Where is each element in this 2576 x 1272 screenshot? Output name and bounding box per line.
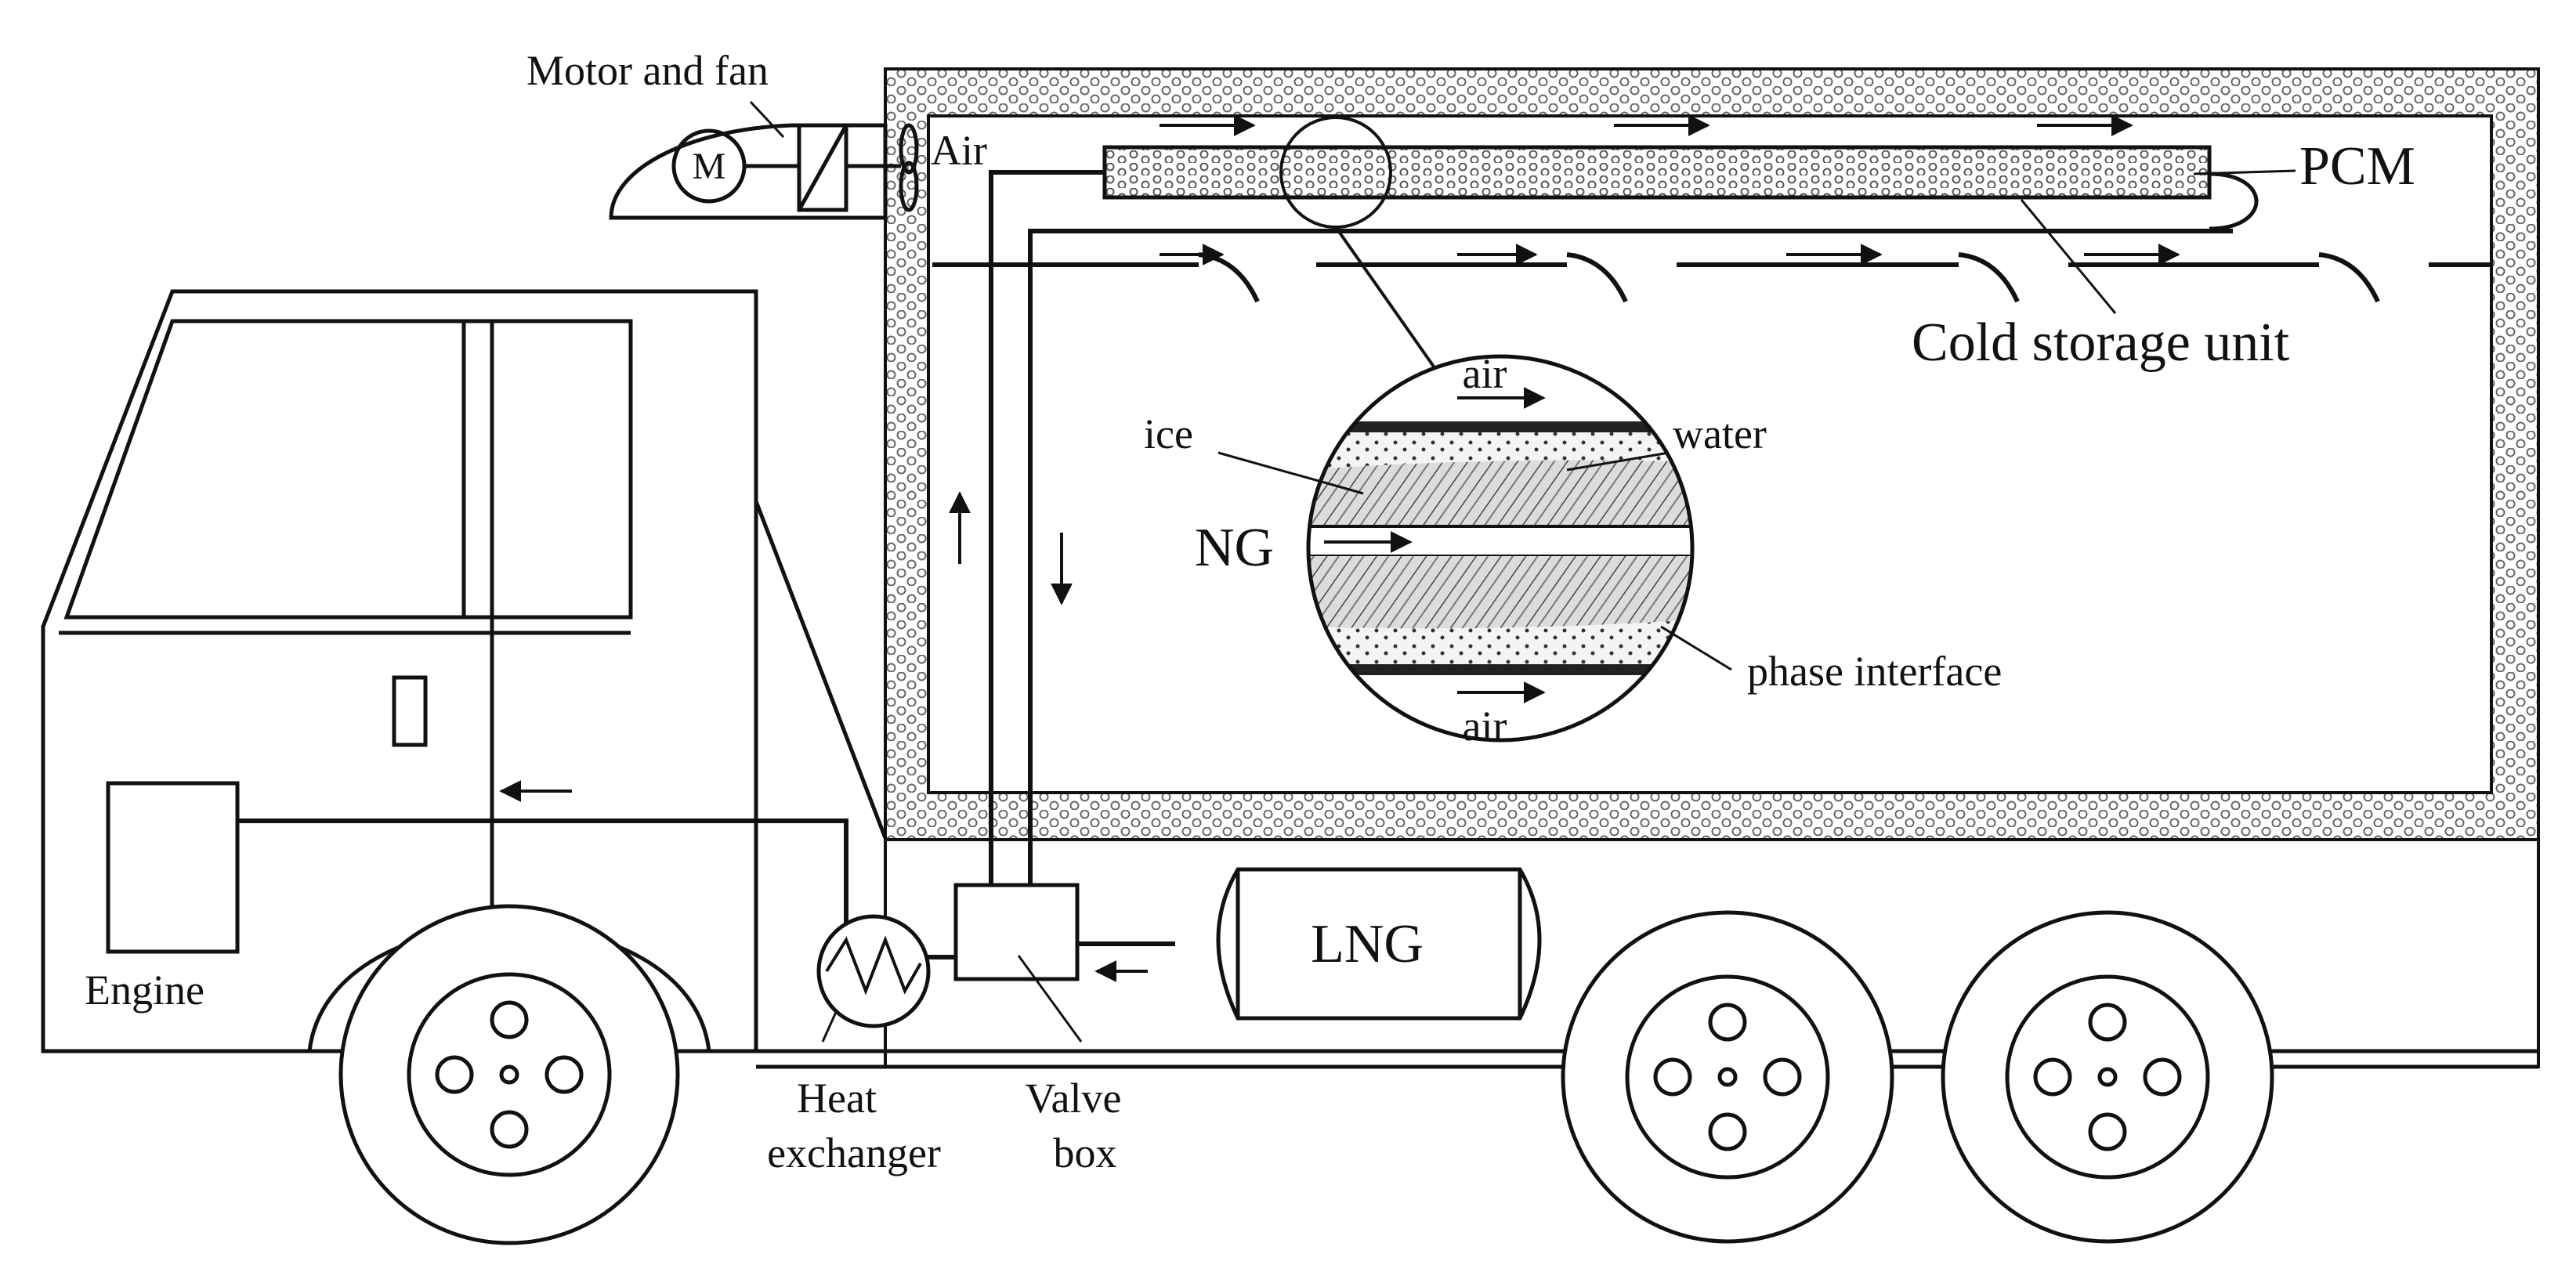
- valve-box: [953, 883, 1080, 981]
- label-heat-exchanger-1: Heat: [797, 1075, 877, 1122]
- label-ice: ice: [1144, 410, 1193, 457]
- zoom-detail: [1217, 354, 1732, 743]
- pipe-flow-arrows: [949, 491, 1073, 605]
- label-lng: LNG: [1311, 914, 1424, 974]
- label-valve-box-2: box: [1054, 1129, 1117, 1176]
- door-handle: [392, 675, 428, 747]
- label-air-top: Air: [931, 127, 987, 174]
- valve-box-leader: [1017, 955, 1083, 1043]
- zoom-connector: [1334, 226, 1435, 368]
- label-pcm: PCM: [2299, 136, 2415, 197]
- fan-blade-lower: [899, 161, 919, 212]
- lng-tank: [1216, 867, 1542, 1021]
- rear-wheel-2: [1941, 910, 2274, 1244]
- label-heat-exchanger-2: exchanger: [767, 1129, 941, 1176]
- rear-wheel-1: [1561, 910, 1894, 1244]
- label-valve-box-1: Valve: [1026, 1075, 1122, 1122]
- front-wheel: [307, 904, 711, 1245]
- fan-blade-upper: [899, 123, 919, 175]
- lower-ice-layer: [1308, 556, 1692, 629]
- heat-exchanger: [816, 914, 931, 1043]
- cab-windshield: [63, 319, 633, 620]
- label-motor-symbol: M: [693, 146, 726, 187]
- return-pipe: [1028, 229, 2233, 885]
- lng-supply-line: [1077, 941, 1175, 982]
- label-air-lower: air: [1463, 703, 1507, 750]
- label-motor-and-fan: Motor and fan: [526, 47, 769, 94]
- pcm-leader: [2193, 169, 2296, 175]
- pcm-tube: [1102, 145, 2212, 200]
- lower-water-layer: [1308, 619, 1692, 664]
- upper-water-layer: [1308, 432, 1692, 470]
- cold-storage-leader: [2020, 199, 2117, 314]
- zoom-detail-circle: [1306, 354, 1695, 743]
- upper-ice-layer: [1308, 460, 1692, 526]
- cold-storage-unit: [1102, 145, 2259, 231]
- label-air-upper: air: [1463, 350, 1507, 397]
- engine-box: [106, 781, 240, 954]
- pcm-return-bend: [2209, 172, 2259, 231]
- label-water: water: [1673, 410, 1767, 457]
- water-leader: [1566, 451, 1670, 472]
- truck-cab: [41, 289, 888, 1053]
- label-phase-interface: phase interface: [1747, 648, 2002, 695]
- label-cold-storage-unit: Cold storage unit: [1912, 313, 2290, 373]
- label-engine: Engine: [85, 967, 204, 1014]
- air-baffle-plate: [932, 252, 2491, 303]
- label-ng: NG: [1195, 518, 1274, 578]
- ng-pipes: [989, 170, 2233, 885]
- phase-interface-leader: [1660, 625, 1732, 671]
- ice-leader: [1217, 451, 1364, 495]
- lower-tube-wall: [1308, 664, 1692, 675]
- motor-fan-housing: [609, 123, 919, 220]
- motor-fan-leader: [749, 100, 785, 139]
- upper-tube-wall: [1308, 421, 1692, 432]
- supply-pipe: [989, 170, 1105, 885]
